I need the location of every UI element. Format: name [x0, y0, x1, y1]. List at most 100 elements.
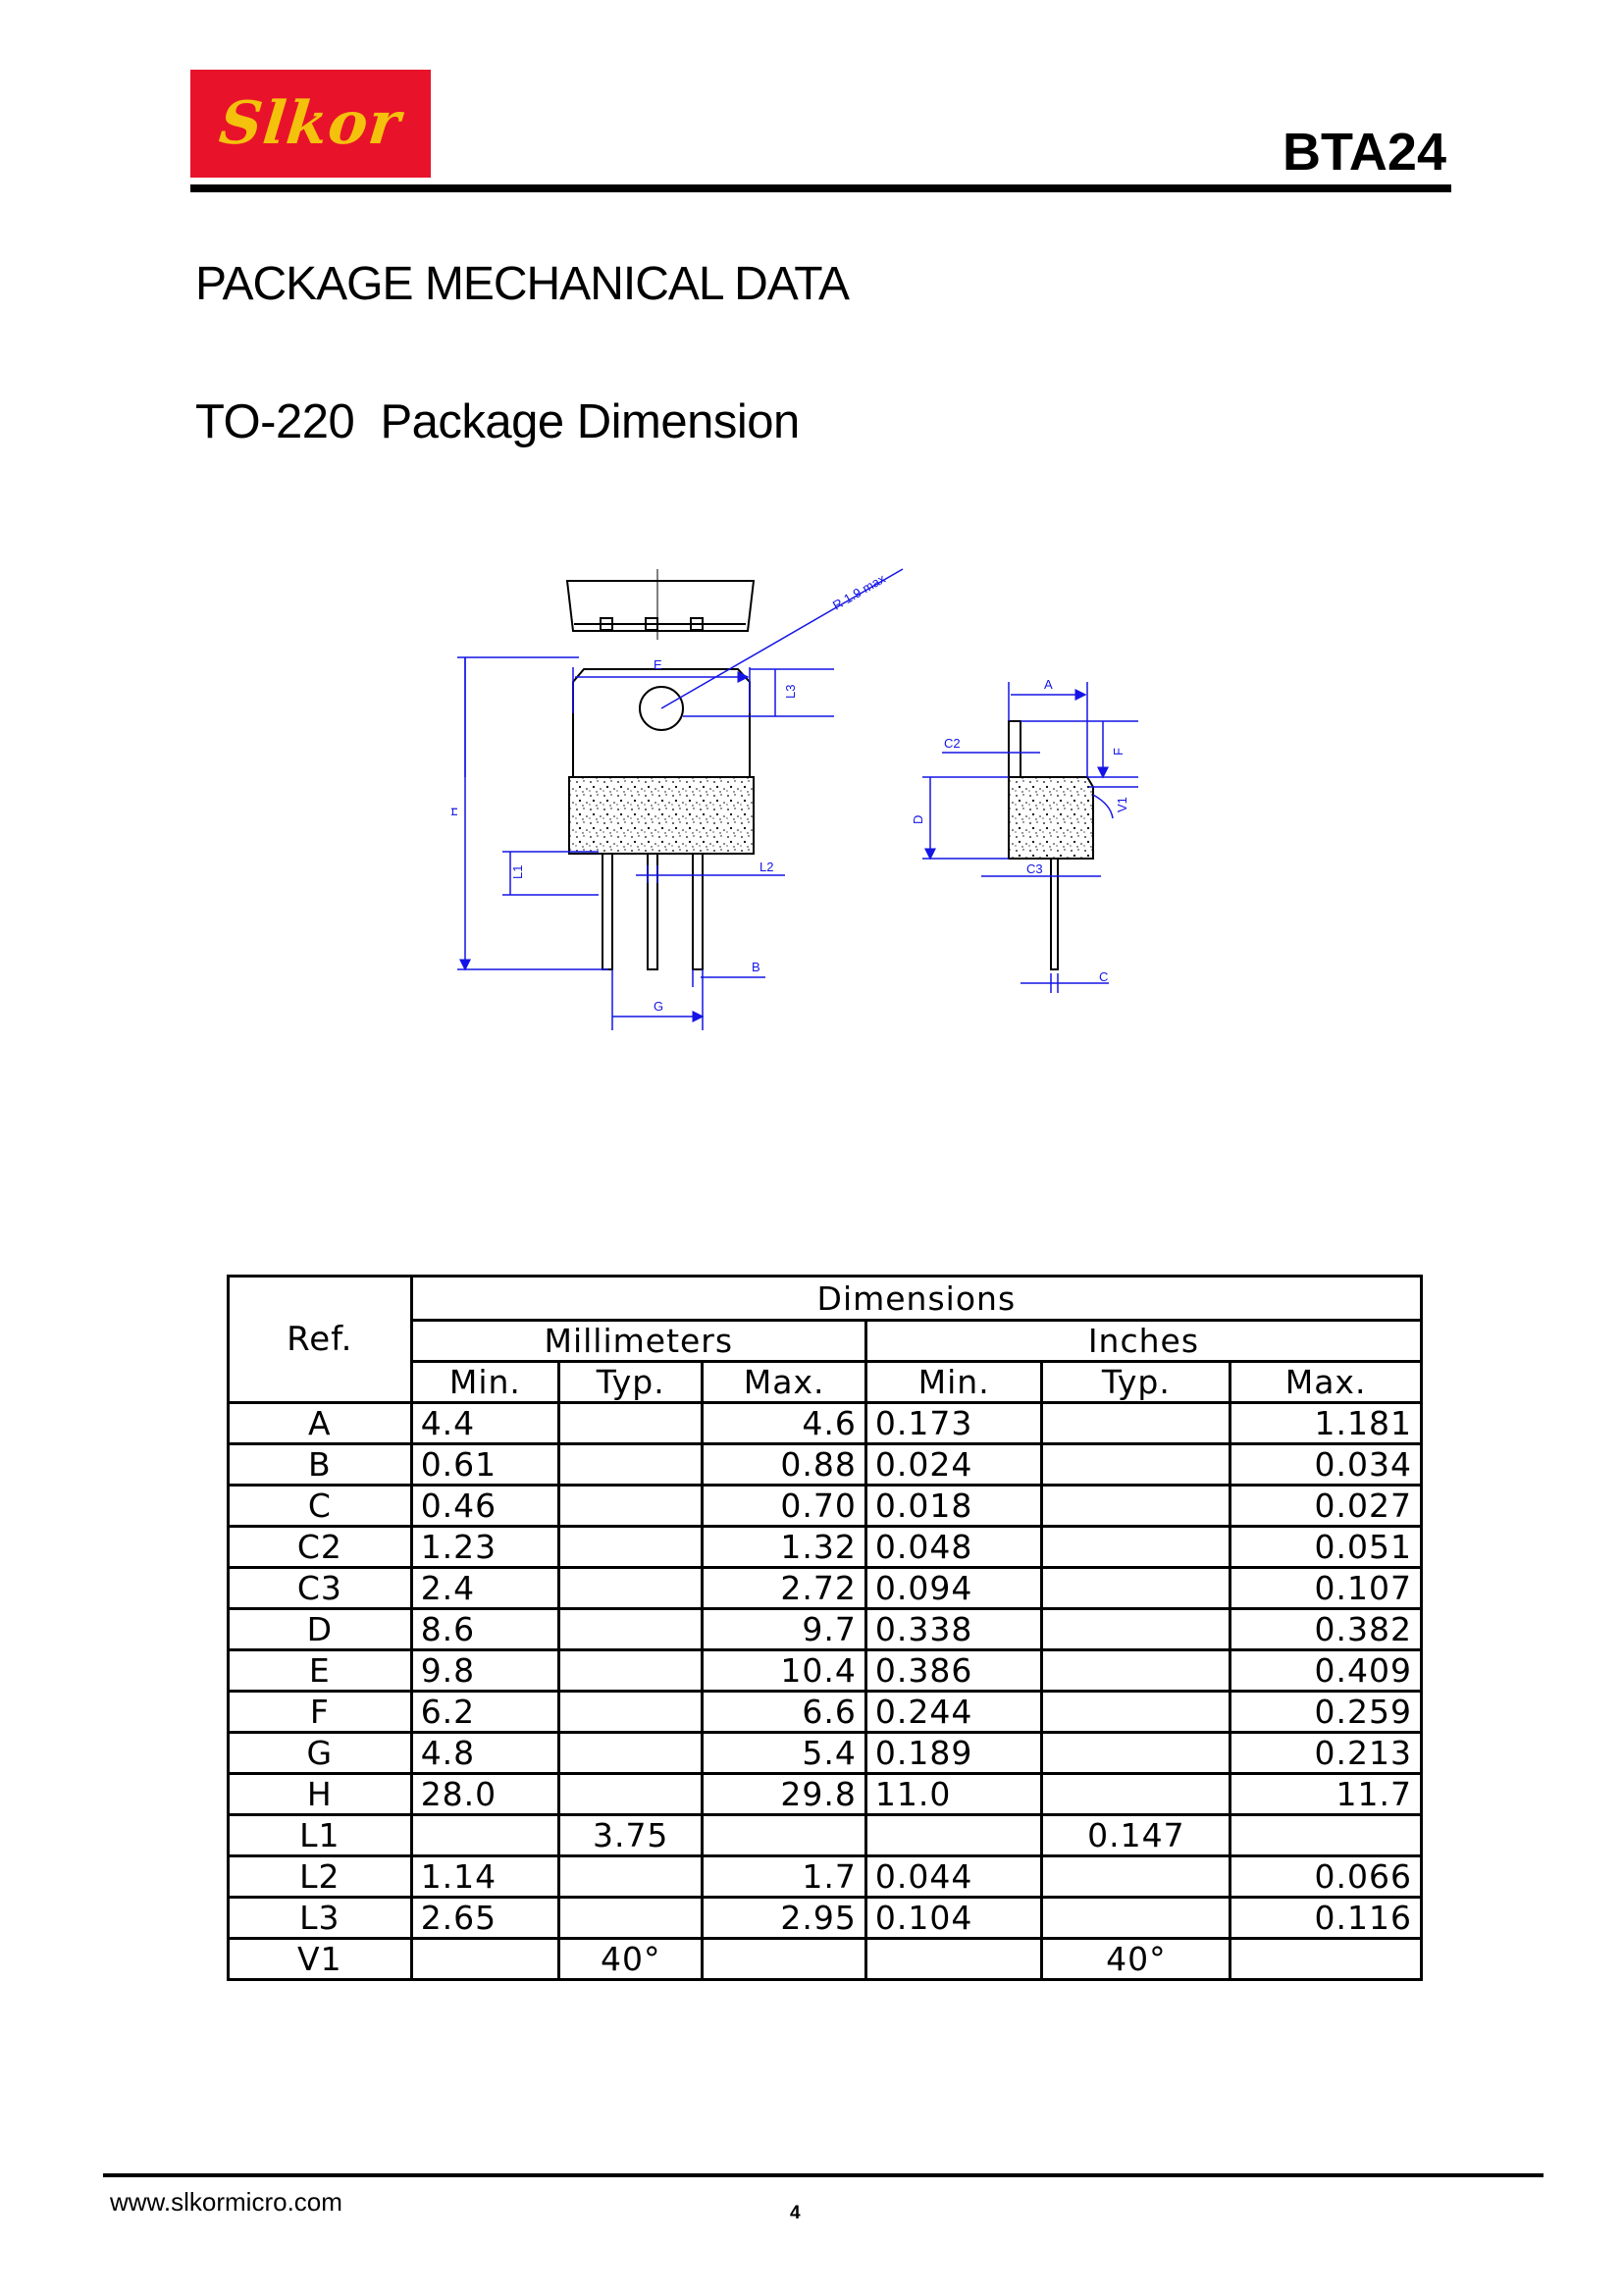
cell-in-min: 0.244 — [864, 1690, 1044, 1734]
cell-mm-min: 0.61 — [409, 1442, 561, 1487]
cell-ref: H — [227, 1772, 413, 1816]
dimensions-header: Dimensions — [409, 1275, 1424, 1322]
label-F: F — [1111, 748, 1126, 756]
cell-in-min: 0.338 — [864, 1607, 1044, 1651]
cell-mm-min: 8.6 — [409, 1607, 561, 1651]
footer-url[interactable]: www.slkormicro.com — [110, 2187, 342, 2217]
cell-in-max: 0.051 — [1229, 1525, 1423, 1569]
label-R: R 1.9 max — [830, 571, 888, 613]
cell-mm-typ — [557, 1401, 705, 1445]
cell-mm-min — [409, 1813, 561, 1857]
cell-mm-typ: 3.75 — [557, 1813, 705, 1857]
cell-ref: G — [227, 1731, 413, 1775]
cell-in-typ: 40° — [1040, 1937, 1232, 1981]
cell-ref: L2 — [227, 1854, 413, 1899]
cell-ref: C3 — [227, 1566, 413, 1610]
side-view — [1008, 720, 1094, 970]
label-D: D — [911, 815, 925, 824]
brand-logo: Slkor — [190, 70, 431, 178]
cell-in-typ — [1040, 1731, 1232, 1775]
cell-in-min — [864, 1937, 1044, 1981]
cell-in-max: 0.027 — [1229, 1484, 1423, 1528]
cell-mm-max: 29.8 — [701, 1772, 867, 1816]
cell-in-max: 0.213 — [1229, 1731, 1423, 1775]
cell-mm-max: 1.32 — [701, 1525, 867, 1569]
cell-mm-min: 4.8 — [409, 1731, 561, 1775]
label-H: H — [451, 808, 460, 816]
cell-mm-min: 9.8 — [409, 1648, 561, 1693]
cell-in-typ — [1040, 1442, 1232, 1487]
label-V1: V1 — [1115, 797, 1129, 812]
mm-header: Millimeters — [409, 1319, 867, 1363]
cell-mm-typ — [557, 1607, 705, 1651]
cell-mm-max: 0.88 — [701, 1442, 867, 1487]
cell-in-min: 0.018 — [864, 1484, 1044, 1528]
subheader-mm-min: Min. — [409, 1360, 561, 1404]
cell-mm-max: 2.95 — [701, 1896, 867, 1940]
cell-mm-typ — [557, 1525, 705, 1569]
dimensions-table: Ref. Dimensions Millimeters Inches Min. … — [227, 1275, 1424, 1981]
header-rule — [190, 184, 1451, 192]
cell-in-typ — [1040, 1854, 1232, 1899]
cell-ref: C2 — [227, 1525, 413, 1569]
cell-mm-max: 9.7 — [701, 1607, 867, 1651]
cell-mm-typ — [557, 1731, 705, 1775]
subheader-in-typ: Typ. — [1040, 1360, 1232, 1404]
cell-mm-min: 4.4 — [409, 1401, 561, 1445]
cell-mm-typ — [557, 1690, 705, 1734]
label-E: E — [654, 657, 662, 672]
cell-in-min: 0.044 — [864, 1854, 1044, 1899]
page-title: PACKAGE MECHANICAL DATA — [195, 258, 850, 310]
cell-mm-typ — [557, 1484, 705, 1528]
label-G: G — [654, 999, 663, 1014]
cell-mm-typ — [557, 1566, 705, 1610]
cell-ref: A — [227, 1401, 413, 1445]
label-A: A — [1044, 677, 1053, 692]
cell-mm-min: 1.14 — [409, 1854, 561, 1899]
cell-in-max: 0.034 — [1229, 1442, 1423, 1487]
label-B: B — [752, 960, 760, 974]
cell-ref: L1 — [227, 1813, 413, 1857]
cell-in-typ — [1040, 1690, 1232, 1734]
cell-in-max: 0.409 — [1229, 1648, 1423, 1693]
cell-ref: D — [227, 1607, 413, 1651]
subheader-in-min: Min. — [864, 1360, 1044, 1404]
cell-mm-typ — [557, 1772, 705, 1816]
cell-mm-min: 6.2 — [409, 1690, 561, 1734]
cell-mm-min: 2.65 — [409, 1896, 561, 1940]
section-title: TO-220 Package Dimension — [195, 395, 800, 448]
cell-in-min: 0.094 — [864, 1566, 1044, 1610]
cell-ref: E — [227, 1648, 413, 1693]
cell-in-min: 0.173 — [864, 1401, 1044, 1445]
front-view — [568, 668, 755, 970]
logo-text: Slkor — [216, 89, 405, 158]
top-view — [565, 569, 756, 640]
label-C2: C2 — [944, 736, 961, 751]
part-number: BTA24 — [1282, 123, 1446, 182]
cell-in-typ — [1040, 1525, 1232, 1569]
cell-in-min: 0.048 — [864, 1525, 1044, 1569]
cell-ref: B — [227, 1442, 413, 1487]
cell-in-max: 0.259 — [1229, 1690, 1423, 1734]
cell-in-typ — [1040, 1648, 1232, 1693]
label-L2: L2 — [759, 860, 773, 874]
subheader-mm-typ: Typ. — [557, 1360, 705, 1404]
cell-in-min: 0.189 — [864, 1731, 1044, 1775]
cell-in-max — [1229, 1937, 1423, 1981]
subheader-mm-max: Max. — [701, 1360, 867, 1404]
cell-ref: C — [227, 1484, 413, 1528]
label-C3: C3 — [1026, 861, 1043, 876]
